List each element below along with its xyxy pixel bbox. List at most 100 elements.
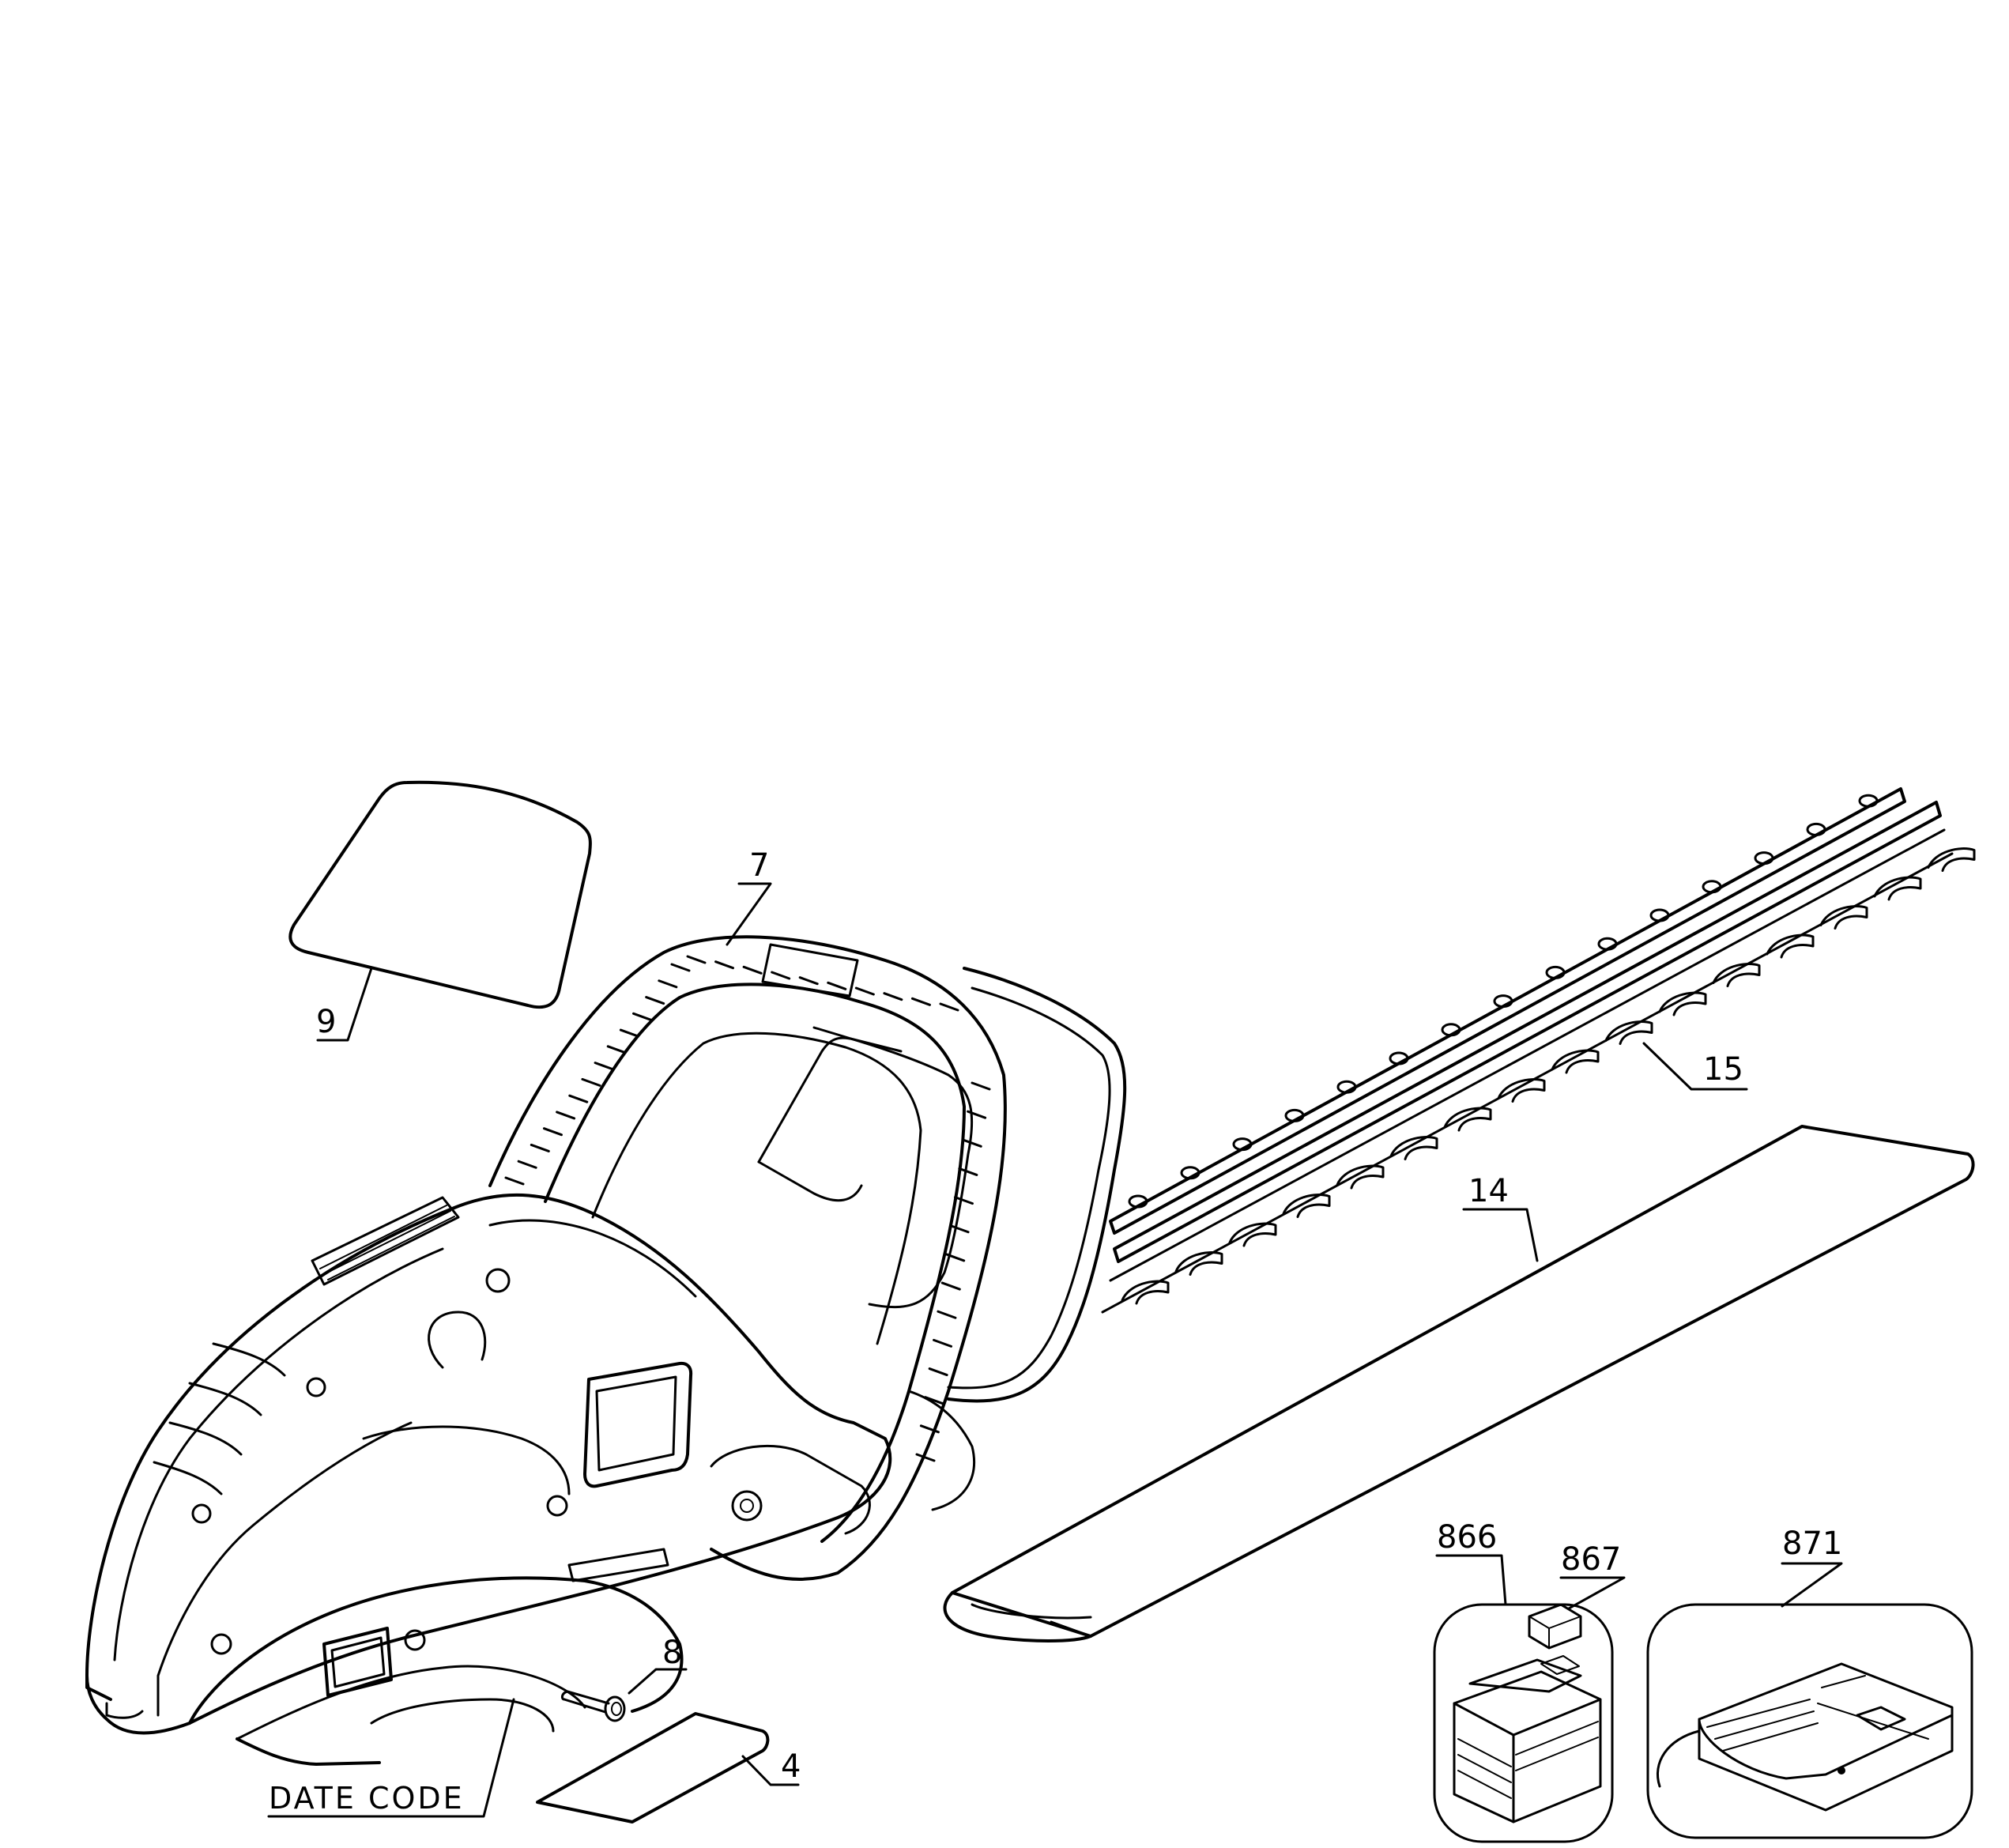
blade-tooth <box>1819 905 1868 930</box>
blade-bolt <box>1232 1137 1253 1152</box>
blade-bolt <box>1389 1051 1409 1065</box>
blade-tooth <box>1443 1107 1492 1132</box>
grip-rib <box>949 1224 970 1234</box>
grip-rib <box>827 981 847 990</box>
blade-bolt <box>1493 994 1513 1009</box>
part-9-callout: 9 <box>316 967 373 1042</box>
grip-rib <box>928 1367 948 1377</box>
part-9-label-plate <box>288 780 592 1009</box>
blade-tooth <box>1282 1194 1331 1218</box>
grip-rib <box>940 1281 961 1291</box>
grip-rib <box>568 1094 589 1103</box>
blade-tooth <box>1658 991 1707 1016</box>
part-9-number: 9 <box>316 1004 336 1040</box>
grip-rib <box>504 1176 525 1186</box>
blade-tooth <box>1389 1136 1438 1160</box>
part-866-callout: 866 <box>1435 1519 1507 1606</box>
grip-rib <box>933 1338 953 1348</box>
part-7-callout: 7 <box>726 847 772 946</box>
grip-rib <box>517 1160 537 1169</box>
grip-rib <box>742 965 763 975</box>
blade-bolt <box>1649 908 1670 922</box>
part-866-number: 866 <box>1437 1519 1497 1556</box>
grip-rib <box>915 1453 936 1462</box>
blade-tooth <box>1228 1222 1277 1247</box>
part-14-number: 14 <box>1468 1173 1509 1209</box>
grip-rib <box>953 1196 974 1205</box>
grip-rib <box>594 1062 614 1071</box>
blade-tooth <box>1121 1280 1170 1305</box>
part-871-charger-inset <box>1646 1603 1973 1839</box>
grip-rib <box>670 963 691 972</box>
blade-bolt <box>1336 1080 1357 1094</box>
blade-teeth <box>1121 847 1976 1305</box>
date-code-label: DATE CODE <box>269 1781 465 1816</box>
blade-bolt <box>1441 1023 1461 1037</box>
blade-bolt <box>1806 822 1826 836</box>
housing-vents <box>311 1196 460 1286</box>
grip-rib <box>619 1028 639 1038</box>
part-867-callout: 867 <box>1559 1541 1626 1610</box>
grip-rib <box>937 1310 957 1319</box>
grip-rib <box>714 960 735 970</box>
part-871-callout: 871 <box>1781 1526 1843 1608</box>
grip-rib <box>958 1167 978 1176</box>
part-866-battery-inset <box>1433 1603 1614 1843</box>
grip-rib <box>971 1081 991 1091</box>
part-871-number: 871 <box>1782 1526 1842 1562</box>
part-15-number: 15 <box>1703 1051 1743 1088</box>
part-4-number: 4 <box>781 1748 801 1785</box>
grip-rib <box>910 997 931 1006</box>
blade-tooth <box>1336 1164 1385 1190</box>
blade-tooth <box>1604 1020 1653 1045</box>
grip-rib <box>542 1127 563 1137</box>
grip-rib <box>581 1077 601 1087</box>
part-867-number: 867 <box>1561 1541 1621 1578</box>
grip-rib <box>658 979 678 989</box>
grip-rib <box>645 996 665 1005</box>
grip-rib <box>556 1111 576 1120</box>
blade-bolt <box>1754 851 1774 866</box>
grip-rib <box>854 986 875 996</box>
blade-tooth <box>1712 963 1761 987</box>
blade-tooth <box>1551 1049 1600 1074</box>
part-867-contact-cover <box>1528 1603 1582 1650</box>
part-7-number: 7 <box>749 847 769 884</box>
grip-rib <box>919 1424 940 1434</box>
part-8-screw <box>560 1690 626 1722</box>
blade-bolts <box>1128 794 1879 1209</box>
handle-grip-ribs <box>504 955 991 1462</box>
hand-guard <box>757 967 1127 1403</box>
grip-rib <box>530 1143 550 1152</box>
grip-rib <box>962 1138 982 1148</box>
grip-rib <box>883 992 903 1001</box>
part-7-front-handle <box>488 935 1007 1582</box>
part-8-callout: 8 <box>628 1635 688 1695</box>
grip-rib <box>771 971 791 980</box>
blade-bolt <box>1128 1194 1148 1209</box>
blade-tooth <box>1174 1251 1223 1276</box>
part-14-callout: 14 <box>1462 1173 1539 1262</box>
grip-rib <box>798 976 819 986</box>
part-15-blade-assembly <box>1101 787 1976 1314</box>
blade-bolt <box>1858 794 1879 808</box>
blade-tooth <box>1927 847 1976 872</box>
date-code-callout: DATE CODE <box>267 1698 515 1818</box>
part-14-blade-sheath <box>943 1125 1975 1642</box>
blade-tooth <box>1873 876 1922 901</box>
blade-bolt <box>1597 937 1618 951</box>
grip-rib <box>632 1012 653 1021</box>
blade-bolt <box>1545 965 1566 979</box>
blade-bolt <box>1702 880 1722 894</box>
grip-rib <box>686 955 707 964</box>
part-15-callout: 15 <box>1642 1042 1748 1091</box>
grip-rib <box>606 1045 627 1054</box>
blade-bolt <box>1180 1166 1200 1180</box>
trimmer-housing <box>85 1193 976 1766</box>
grip-rib <box>939 1002 959 1012</box>
blade-tooth <box>1766 933 1815 959</box>
blade-tooth <box>1497 1078 1546 1103</box>
part-4-callout: 4 <box>741 1748 801 1786</box>
part-4-label-plate <box>536 1712 770 1823</box>
